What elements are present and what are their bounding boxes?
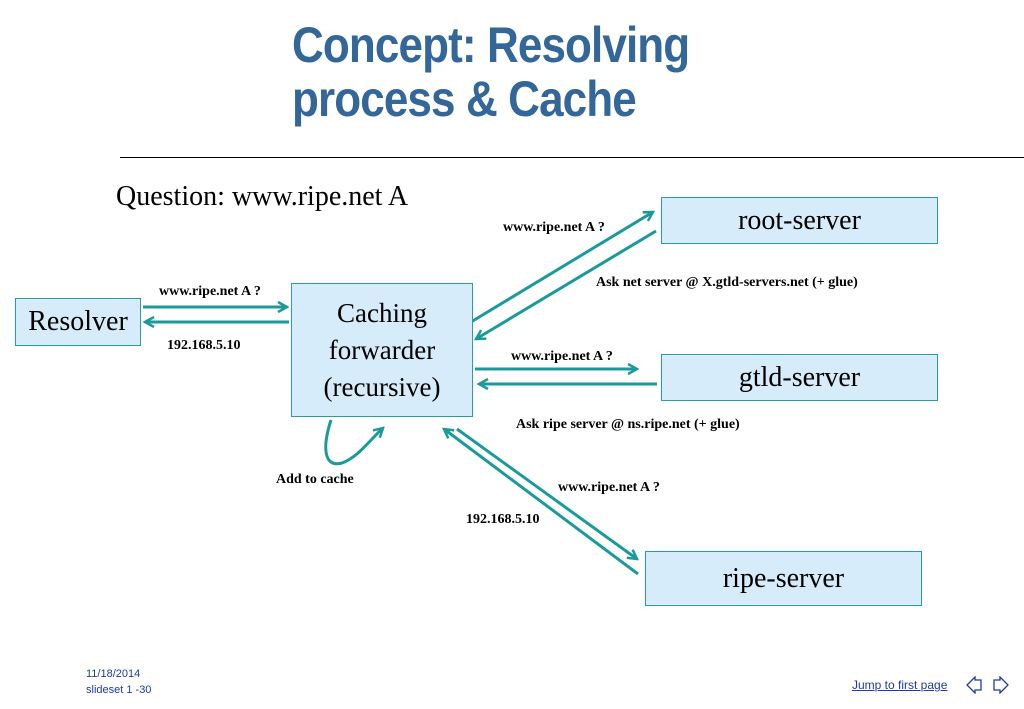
- caching-label-3: (recursive): [323, 371, 441, 402]
- arrow-root-to-cache: [476, 229, 657, 339]
- label-resolver-answer: 192.168.5.10: [167, 338, 241, 353]
- next-page-icon[interactable]: [991, 676, 1009, 694]
- title-line-1: Concept: Resolving: [292, 17, 690, 73]
- root-server-node: root-server: [661, 197, 938, 244]
- label-resolver-query: www.ripe.net A ?: [159, 284, 261, 299]
- page-title: Concept: Resolving process & Cache: [292, 17, 690, 127]
- footer-slide-number: slideset 1 -30: [86, 684, 152, 696]
- title-line-2: process & Cache: [292, 71, 637, 127]
- question-text: Question: www.ripe.net A: [116, 181, 409, 212]
- label-root-answer: Ask net server @ X.gtld-servers.net (+ g…: [596, 275, 858, 290]
- title-divider: [120, 157, 1024, 158]
- footer-date: 11/18/2014: [86, 668, 141, 680]
- caching-label-2: forwarder: [328, 334, 436, 365]
- label-ripe-query: www.ripe.net A ?: [558, 480, 660, 495]
- label-gtld-answer: Ask ripe server @ ns.ripe.net (+ glue): [516, 417, 740, 432]
- label-add-to-cache: Add to cache: [276, 472, 354, 487]
- arrow-cache-to-root: [465, 212, 653, 327]
- caching-label-1: Caching: [337, 297, 427, 328]
- arrow-cache-to-ripe: [456, 427, 637, 559]
- arrow-add-to-cache: [324, 419, 383, 466]
- ripe-server-node: ripe-server: [645, 551, 922, 606]
- gtld-server-node: gtld-server: [661, 354, 938, 401]
- label-gtld-query: www.ripe.net A ?: [511, 349, 613, 364]
- label-ripe-answer: 192.168.5.10: [466, 512, 540, 527]
- label-root-query: www.ripe.net A ?: [503, 220, 605, 235]
- caching-forwarder-node: Caching forwarder (recursive): [291, 283, 473, 417]
- jump-to-first-page-link[interactable]: Jump to first page: [852, 678, 948, 692]
- resolver-node: Resolver: [15, 298, 141, 346]
- prev-page-icon[interactable]: [966, 676, 984, 694]
- arrow-ripe-to-cache: [444, 429, 639, 576]
